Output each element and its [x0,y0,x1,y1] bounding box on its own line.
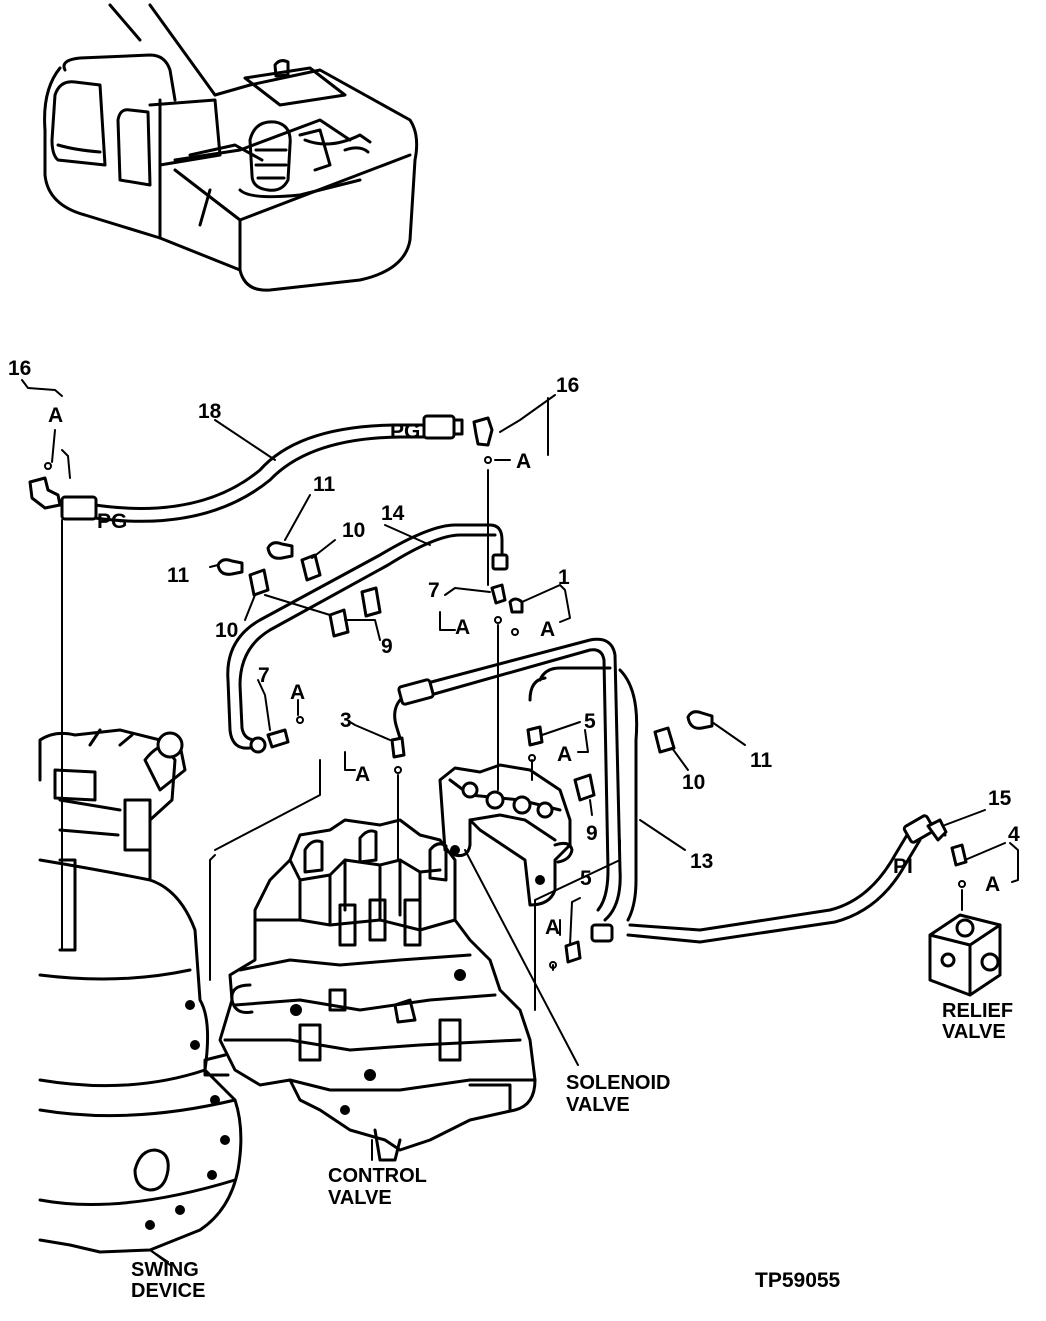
callout-10-top: 10 [342,519,365,542]
control-valve-label-line1: CONTROL [328,1165,427,1187]
port-pg-top: PG [390,420,420,443]
callout-7-left: 7 [258,664,270,687]
callout-labels: 16 16 18 11 11 11 10 10 10 14 9 9 7 7 1 … [8,357,1020,890]
swing-device-label-line2: DEVICE [131,1280,205,1302]
callout-16-right: 16 [556,374,579,397]
callout-13: 13 [690,850,713,873]
callout-4: 4 [1008,823,1020,846]
solenoid-valve-label-line2: VALVE [566,1094,630,1116]
tube-13 [393,637,947,944]
a-mark: A [540,618,555,641]
callout-10-left: 10 [215,619,238,642]
swing-device-label-line1: SWING [131,1259,199,1281]
callout-11-top: 11 [313,473,336,496]
a-mark: A [48,404,63,427]
component-labels: RELIEF VALVE SOLENOID VALVE CONTROL VALV… [131,1000,1013,1302]
tube-14 [226,523,509,754]
callout-3: 3 [340,709,352,732]
callout-5-top: 5 [584,710,596,733]
callout-16-left: 16 [8,357,31,380]
a-marks: A A A A A A A A A [48,404,1000,939]
port-labels: PG PG PI [97,420,913,878]
a-mark: A [355,763,370,786]
fittings [28,416,968,969]
callout-9-mid: 9 [586,822,598,845]
a-mark: A [455,616,470,639]
relief-valve-label-line2: VALVE [942,1021,1006,1043]
drawing-id: TP59055 [755,1269,841,1292]
a-mark: A [516,450,531,473]
callout-11-right: 11 [750,749,773,772]
callout-18: 18 [198,400,222,423]
control-valve [203,759,621,1162]
a-mark: A [545,916,560,939]
relief-valve-label-line1: RELIEF [942,1000,1013,1022]
relief-valve [928,913,1002,997]
port-pi: PI [893,855,913,878]
callout-10-right: 10 [682,771,705,794]
a-mark: A [557,743,572,766]
control-valve-label-line2: VALVE [328,1187,392,1209]
port-pg-left: PG [97,510,127,533]
callout-11-left: 11 [167,564,190,587]
a-mark: A [290,681,305,704]
a-mark: A [985,873,1000,896]
callout-1: 1 [558,566,570,589]
solenoid-valve [438,763,574,907]
excavator-overview [43,3,419,292]
callout-7-top: 7 [428,579,440,602]
callout-15: 15 [988,787,1012,810]
solenoid-valve-label-line1: SOLENOID [566,1072,670,1094]
hose-18 [60,414,464,523]
leader-lines [21,379,1019,1263]
callout-5-low: 5 [580,867,592,890]
swing-device [38,728,243,1266]
callout-9-top: 9 [381,635,393,658]
callout-14: 14 [381,502,405,525]
